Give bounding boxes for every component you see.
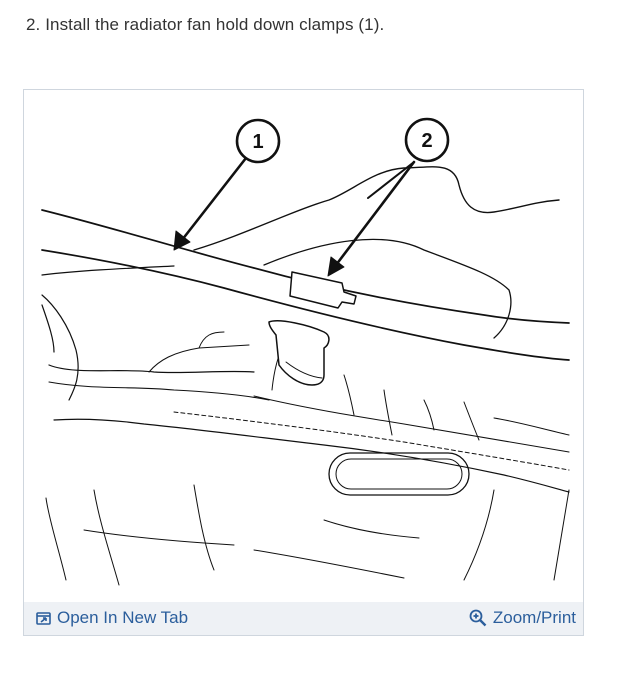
radiator-fan-diagram[interactable]: 1 2	[24, 90, 583, 602]
open-new-tab-icon	[36, 611, 51, 625]
figure-toolbar: Open In New Tab Zoom/Print	[24, 602, 583, 635]
open-in-new-tab-link[interactable]: Open In New Tab	[36, 608, 188, 628]
callout-2: 2	[421, 130, 432, 152]
zoom-print-label: Zoom/Print	[492, 608, 576, 627]
open-in-new-tab-label: Open In New Tab	[57, 608, 189, 627]
step-instruction: 2. Install the radiator fan hold down cl…	[26, 15, 385, 34]
figure-frame: 1 2 Open In New Tab	[23, 89, 584, 636]
zoom-print-link[interactable]: Zoom/Print	[469, 608, 576, 628]
zoom-in-icon	[469, 609, 487, 627]
callout-1: 1	[252, 131, 263, 153]
